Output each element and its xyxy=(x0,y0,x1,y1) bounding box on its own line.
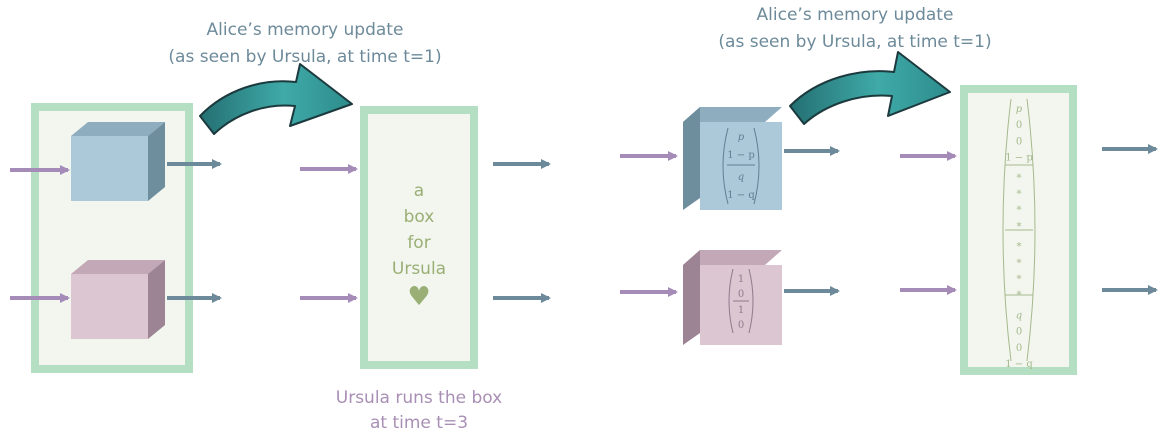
big-vector-entry-5: * xyxy=(1017,173,1022,184)
caption-right-line2: (as seen by Ursula, at time t=1) xyxy=(718,32,991,52)
curved-arrow-right xyxy=(789,51,951,125)
big-vector-entry-9: * xyxy=(1017,242,1022,253)
blue-vector-entry-2: 1 − p xyxy=(727,150,755,161)
bottom-caption-line2: at time t=3 xyxy=(370,413,468,433)
ursula-box xyxy=(360,106,478,369)
blue-cube-right xyxy=(683,107,782,210)
big-vector-entry-1: p xyxy=(1016,104,1023,115)
caption-right-line1: Alice’s memory update xyxy=(757,5,954,25)
big-vector-entry-14: 0 xyxy=(1016,327,1022,338)
blue-vector-entry-1: p xyxy=(738,132,745,143)
pink-vector-entry-4: 0 xyxy=(738,320,744,331)
big-vector-entry-12: * xyxy=(1017,290,1022,301)
big-vector-entry-7: * xyxy=(1017,205,1022,216)
caption-left-line2: (as seen by Ursula, at time t=1) xyxy=(168,47,441,67)
pink-vector-entry-1: 1 xyxy=(738,274,744,285)
big-vector: p 0 0 1 − p * * * * * * * * q 0 0 1 − q xyxy=(1002,98,1036,370)
pink-cube-left xyxy=(71,260,165,339)
blue-vector-entry-3: q xyxy=(738,172,744,183)
caption-left-line1: Alice’s memory update xyxy=(207,20,404,40)
blue-vector-entry-4: 1 − q xyxy=(727,190,755,201)
big-vector-entry-4: 1 − p xyxy=(1005,153,1033,164)
ursula-box-line-1: a xyxy=(414,181,424,201)
big-vector-entry-11: * xyxy=(1017,274,1022,285)
pink-vector-entry-3: 1 xyxy=(738,305,744,316)
pink-cube-right xyxy=(683,250,782,345)
big-vector-entry-2: 0 xyxy=(1016,120,1022,131)
big-vector-entry-8: * xyxy=(1017,221,1022,232)
ursula-box-line-2: box xyxy=(404,207,435,227)
big-vector-entry-10: * xyxy=(1017,258,1022,269)
curved-arrow-left xyxy=(199,63,353,135)
heart-icon: ♥ xyxy=(407,282,430,312)
big-vector-entry-13: q xyxy=(1016,310,1022,321)
big-vector-entry-3: 0 xyxy=(1016,136,1022,147)
big-vector-entry-16: 1 − q xyxy=(1005,359,1033,370)
big-vector-entry-6: * xyxy=(1017,189,1022,200)
pink-vector-entry-2: 0 xyxy=(738,289,744,300)
blue-cube-left xyxy=(71,122,165,201)
bottom-caption-line1: Ursula runs the box xyxy=(336,388,502,408)
ursula-box-line-3: for xyxy=(407,233,430,253)
ursula-box-line-4: Ursula xyxy=(392,259,446,279)
blue-cube-vector: p 1 − p q 1 − q xyxy=(722,127,760,205)
big-vector-entry-15: 0 xyxy=(1016,343,1022,354)
pink-cube-vector: 1 0 1 0 xyxy=(728,268,754,334)
